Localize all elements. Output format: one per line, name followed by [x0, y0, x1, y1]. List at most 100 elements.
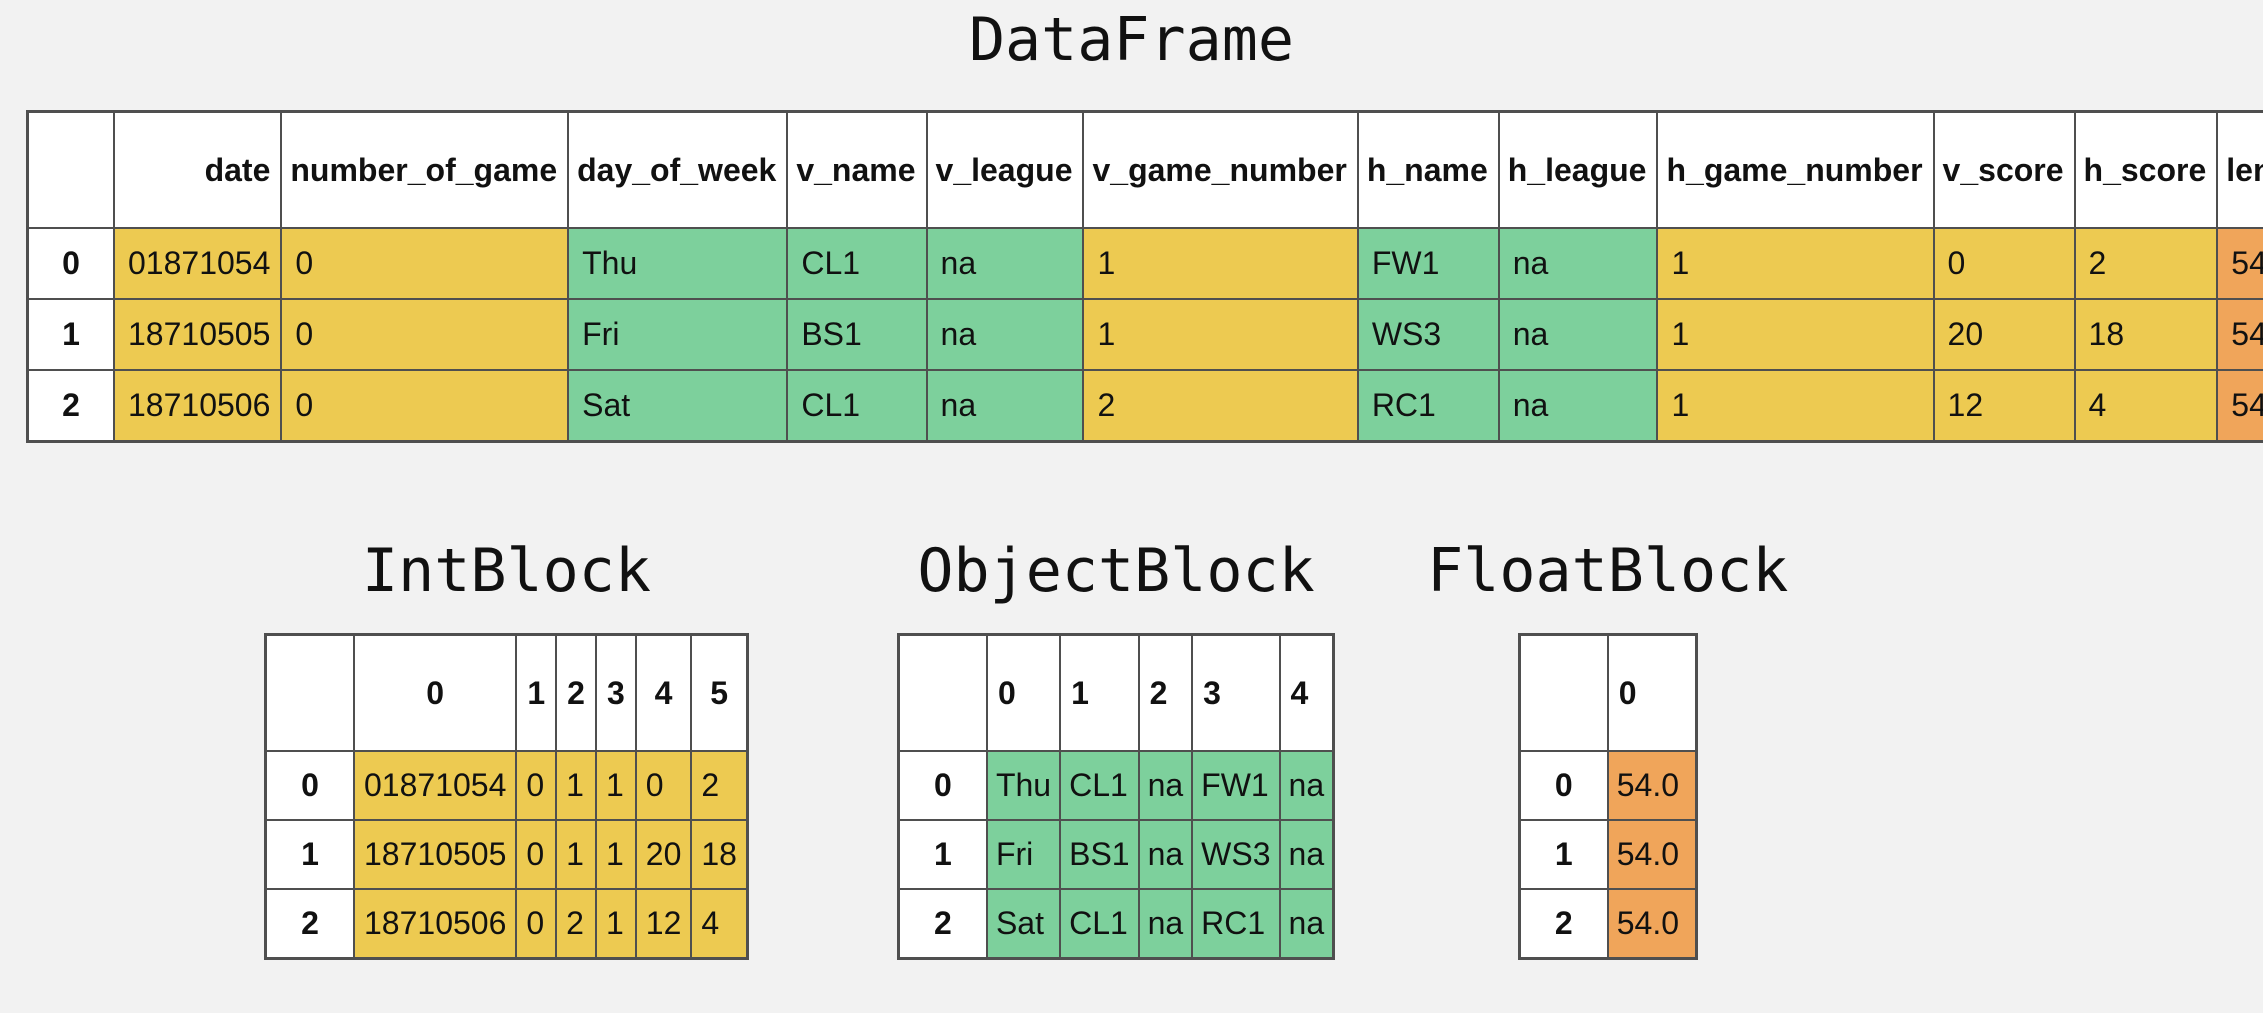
row-index-label: 2: [898, 889, 987, 959]
data-cell: 0: [281, 299, 568, 370]
column-header: 0: [354, 635, 516, 752]
data-cell: 20: [1934, 299, 2075, 370]
column-header: 4: [636, 635, 692, 752]
column-header: 0: [1608, 635, 1697, 752]
data-cell: 0: [281, 370, 568, 442]
data-cell: na: [1139, 889, 1193, 959]
data-cell: 12: [636, 889, 692, 959]
column-header: v_score: [1934, 112, 2075, 229]
data-cell: CL1: [1060, 889, 1138, 959]
data-cell: 12: [1934, 370, 2075, 442]
row-index-label: 0: [898, 751, 987, 820]
data-cell: Sat: [568, 370, 787, 442]
data-cell: 0: [516, 820, 556, 889]
column-header: v_league: [927, 112, 1084, 229]
corner-cell: [266, 635, 355, 752]
column-header: 1: [516, 635, 556, 752]
column-header: 4: [1280, 635, 1334, 752]
data-cell: 0: [516, 889, 556, 959]
data-cell: 1: [596, 889, 636, 959]
row-index-label: 1: [266, 820, 355, 889]
row-index-label: 2: [1519, 889, 1608, 959]
corner-cell: [1519, 635, 1608, 752]
data-cell: Fri: [568, 299, 787, 370]
column-header: date: [114, 112, 281, 229]
column-header: h_league: [1499, 112, 1658, 229]
data-cell: 18: [2075, 299, 2218, 370]
data-cell: na: [1139, 751, 1193, 820]
corner-cell: [28, 112, 115, 229]
data-cell: na: [1499, 370, 1658, 442]
column-header: number_of_game: [281, 112, 568, 229]
data-cell: na: [1280, 820, 1334, 889]
column-header: 5: [691, 635, 747, 752]
data-cell: FW1: [1192, 751, 1279, 820]
data-cell: 01871054: [354, 751, 516, 820]
data-cell: 1: [1657, 228, 1933, 299]
dataframe-title: DataFrame: [0, 10, 2263, 70]
data-cell: 1: [596, 820, 636, 889]
objectblock-title: ObjectBlock: [897, 541, 1335, 601]
data-cell: 0: [636, 751, 692, 820]
data-cell: 1: [1657, 299, 1933, 370]
data-cell: WS3: [1192, 820, 1279, 889]
data-cell: 4: [2075, 370, 2218, 442]
data-cell: 54.0: [2217, 228, 2263, 299]
data-cell: na: [1280, 751, 1334, 820]
column-header: 2: [1139, 635, 1193, 752]
data-cell: na: [1499, 299, 1658, 370]
corner-cell: [898, 635, 987, 752]
data-cell: 1: [596, 751, 636, 820]
data-cell: 54.0: [1608, 889, 1697, 959]
data-cell: 1: [556, 751, 596, 820]
data-cell: 2: [691, 751, 747, 820]
data-cell: na: [927, 228, 1084, 299]
data-cell: 54.0: [1608, 751, 1697, 820]
data-cell: 0: [1934, 228, 2075, 299]
column-header: 1: [1060, 635, 1138, 752]
data-cell: 54.0: [2217, 299, 2263, 370]
data-cell: BS1: [1060, 820, 1138, 889]
column-header: 0: [987, 635, 1060, 752]
data-cell: 1: [1083, 299, 1357, 370]
row-index-label: 0: [1519, 751, 1608, 820]
data-cell: BS1: [787, 299, 926, 370]
row-index-label: 1: [1519, 820, 1608, 889]
data-cell: 1: [1657, 370, 1933, 442]
row-index-label: 1: [28, 299, 115, 370]
floatblock-title: FloatBlock: [1427, 541, 1788, 601]
data-cell: na: [1499, 228, 1658, 299]
column-header: h_game_number: [1657, 112, 1933, 229]
data-cell: 01871054: [114, 228, 281, 299]
column-header: v_name: [787, 112, 926, 229]
data-cell: na: [1139, 820, 1193, 889]
data-cell: 2: [2075, 228, 2218, 299]
column-header: 3: [596, 635, 636, 752]
data-cell: na: [927, 299, 1084, 370]
data-cell: 1: [556, 820, 596, 889]
data-cell: na: [1280, 889, 1334, 959]
data-cell: 20: [636, 820, 692, 889]
data-cell: na: [927, 370, 1084, 442]
row-index-label: 2: [28, 370, 115, 442]
data-cell: 54.0: [1608, 820, 1697, 889]
